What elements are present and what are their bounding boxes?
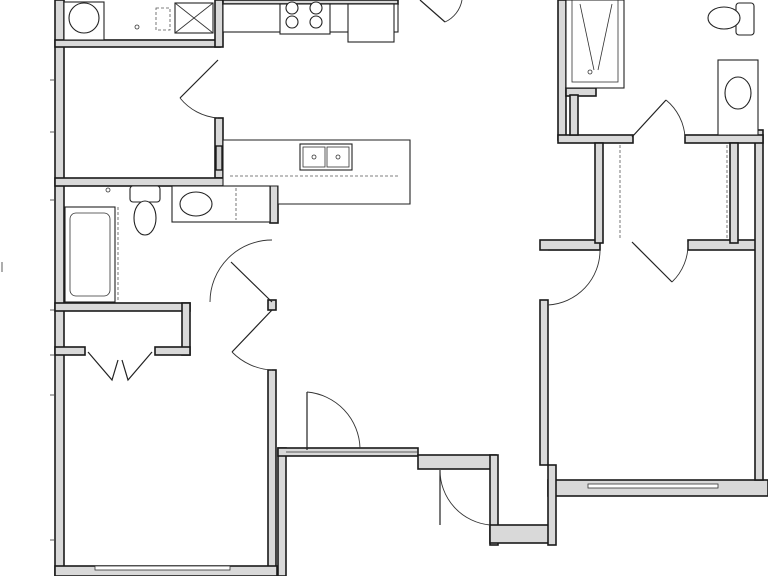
wall-closet-right-m (729, 142, 739, 244)
water-heater-cross (174, 2, 214, 34)
laundry (63, 1, 214, 41)
wall-master-left (539, 299, 549, 466)
wall-bedroom2-top-right (154, 346, 191, 356)
burner-icon (309, 1, 323, 15)
wall-laundry-right (214, 0, 224, 48)
tub-slope-line (579, 3, 595, 71)
door-mcloset-swing (671, 241, 689, 283)
exterior-walls (54, 0, 768, 576)
wall-closet-left (594, 142, 604, 244)
wall-kitchen-top (222, 0, 399, 5)
door-pantry-swing (444, 0, 463, 23)
master-toilet-icon (707, 6, 741, 30)
wall-patio-corner (489, 524, 556, 544)
bath-sink-icon (179, 191, 213, 217)
master-sink-icon (724, 76, 752, 110)
wall-master-top-right (687, 239, 759, 251)
burner-icon (309, 15, 323, 29)
door-patio-swing (439, 469, 491, 526)
tub-slope-line (597, 3, 613, 71)
door-closet-top-leaf (179, 59, 219, 99)
refrigerator (347, 3, 395, 43)
wall-tub-end (569, 94, 579, 136)
laundry-shelf (155, 7, 171, 31)
sink-basin-icon (326, 146, 350, 168)
door-bedroom2-leaf (231, 309, 273, 353)
wall-patio-ledge (417, 454, 497, 470)
door-bath-leaf (230, 261, 273, 303)
door-mcloset-leaf (631, 241, 673, 283)
wall-patio-left (277, 447, 287, 576)
kitchen-end-panel (215, 145, 223, 171)
door-master-swing (547, 249, 601, 306)
master-closet (619, 145, 728, 238)
kitchen (215, 1, 411, 205)
wall-master-right (754, 129, 764, 481)
valve-icon (134, 24, 140, 30)
windows (94, 451, 719, 571)
door-coat-swing (306, 391, 361, 449)
door-mbath-leaf (631, 99, 667, 138)
wall-mbath-bottom-left (557, 134, 634, 144)
drain-icon (311, 154, 317, 160)
door-closet-top-swing (179, 97, 219, 119)
drain-icon (335, 154, 341, 160)
wall-bath-bottom (54, 302, 191, 312)
master-tub-inner (571, 0, 619, 83)
tub-drain-icon (587, 69, 593, 75)
wall-mbath-left (557, 0, 567, 141)
burner-icon (285, 1, 299, 15)
wall-bedroom2-top-left (54, 346, 86, 356)
bath-fan-icon (105, 187, 111, 193)
window-master (587, 483, 719, 489)
door-bifold-left (87, 351, 119, 382)
hall-tub-inner (69, 212, 111, 297)
wall-laundry-bottom (54, 39, 221, 48)
wall-left-exterior (54, 0, 65, 576)
burner-icon (285, 15, 299, 29)
wall-bedroom2-right (267, 369, 277, 576)
door-pantry-leaf (419, 0, 446, 23)
kitchen-sink (299, 143, 353, 171)
washer-drum-icon (68, 2, 100, 34)
door-bedroom2-swing (231, 351, 273, 371)
door-mbath-swing (665, 99, 686, 138)
wall-patio-right (489, 454, 499, 546)
toilet-icon (133, 200, 157, 236)
toilet-tank (129, 185, 161, 203)
dimension-ticks (1, 79, 54, 541)
door-bifold-right (121, 351, 153, 382)
door-bath-swing (209, 239, 273, 303)
wall-master-corner (547, 464, 557, 546)
sink-basin-icon (302, 146, 326, 168)
hall-tub (64, 206, 116, 303)
wall-master-top-left (539, 239, 601, 251)
hall-bath (64, 185, 271, 303)
window-bedroom2 (94, 565, 231, 571)
master-bath (565, 0, 759, 136)
master-tub (565, 0, 625, 89)
wall-mbath-bottom-right (684, 134, 764, 144)
doors (87, 0, 689, 526)
